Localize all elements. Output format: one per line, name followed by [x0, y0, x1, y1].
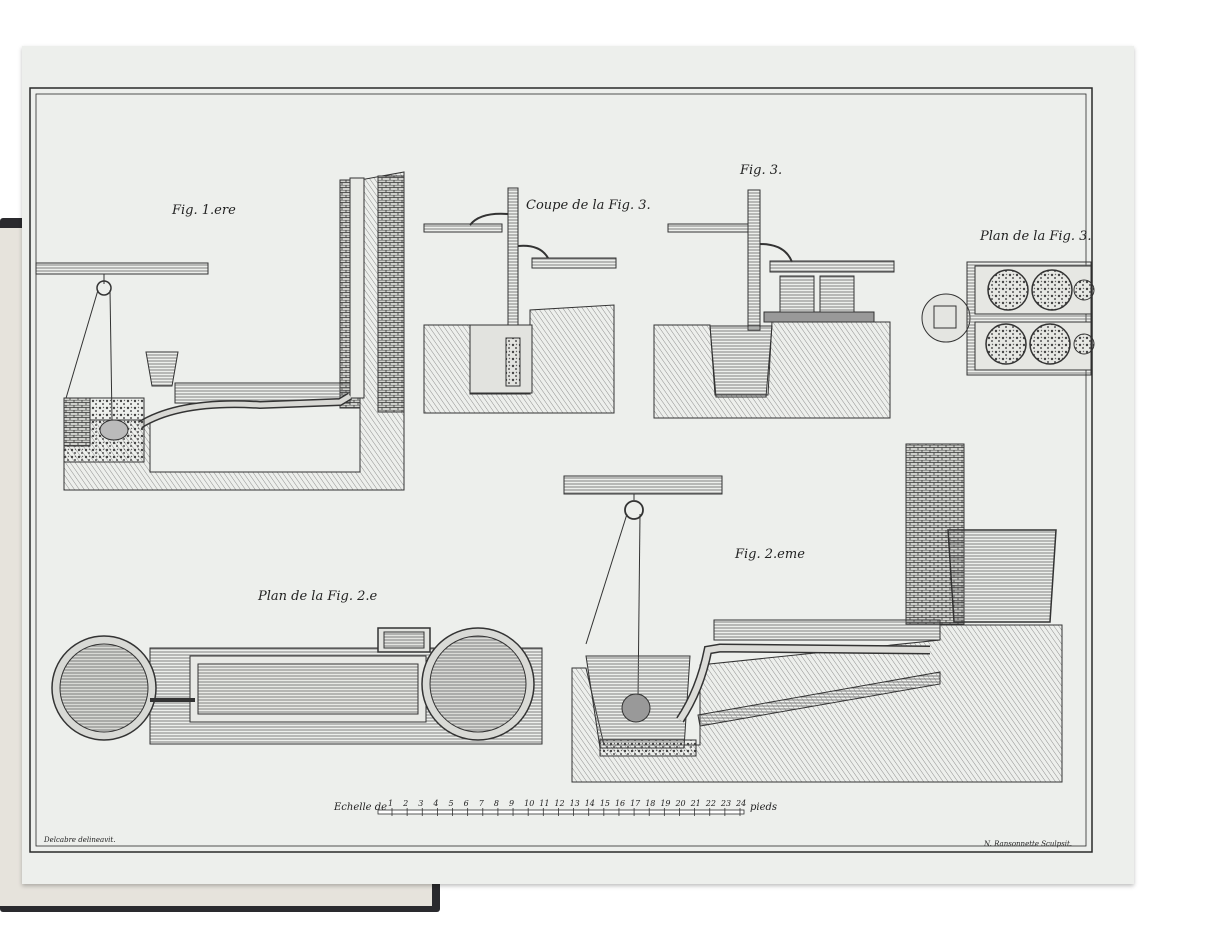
scale-number: 20: [675, 799, 686, 808]
plan-fig3-title: Plan de la Fig. 3.: [980, 229, 1092, 244]
scale-suffix: pieds: [750, 802, 778, 813]
fig2-title: Fig. 2.eme: [735, 547, 805, 562]
scale-number: 9: [509, 799, 515, 808]
plan-fig2-drawing: [51, 627, 543, 745]
scale-number: 16: [614, 799, 626, 808]
scale-number: 18: [645, 799, 656, 808]
scale-number: 11: [539, 799, 550, 808]
scale-number: 17: [630, 799, 641, 808]
credit-right: N. Ransonnette Sculpsit.: [984, 840, 1073, 848]
scale-number: 4: [433, 799, 439, 808]
scale-bar: [377, 808, 745, 816]
scale-number: 10: [524, 799, 535, 808]
scale-number: 12: [554, 799, 565, 808]
credit-left: Delcabre delineavit.: [44, 836, 116, 844]
coupe-fig3-title: Coupe de la Fig. 3.: [526, 198, 651, 213]
scale-prefix: Echelle de: [334, 802, 388, 813]
scale-number: 15: [599, 799, 610, 808]
scale-number: 21: [690, 799, 701, 808]
scale-number: 13: [569, 799, 580, 808]
scale-number: 7: [478, 799, 484, 808]
plan-fig2-title: Plan de la Fig. 2.e: [258, 589, 378, 604]
scale-number: 23: [720, 799, 732, 808]
scale-number: 3: [418, 799, 424, 808]
scale-number: 24: [736, 799, 747, 808]
plan-fig3-drawing: [921, 261, 1095, 376]
fig3-drawing: [653, 189, 895, 419]
scale-number: 22: [705, 799, 716, 808]
fig1-drawing: [35, 171, 405, 491]
scale-number: 2: [403, 799, 409, 808]
scale-number: 14: [584, 799, 595, 808]
scale-number: 5: [448, 799, 454, 808]
coupe-fig3-drawing: [423, 187, 617, 414]
scale-number: 1: [388, 799, 394, 808]
scale-number: 6: [463, 799, 469, 808]
fig1-title: Fig. 1.ere: [172, 203, 236, 218]
scale-number: 8: [493, 799, 499, 808]
fig3-title: Fig. 3.: [740, 163, 783, 178]
fig2-drawing: [563, 443, 1063, 783]
scale-number: 19: [660, 799, 671, 808]
